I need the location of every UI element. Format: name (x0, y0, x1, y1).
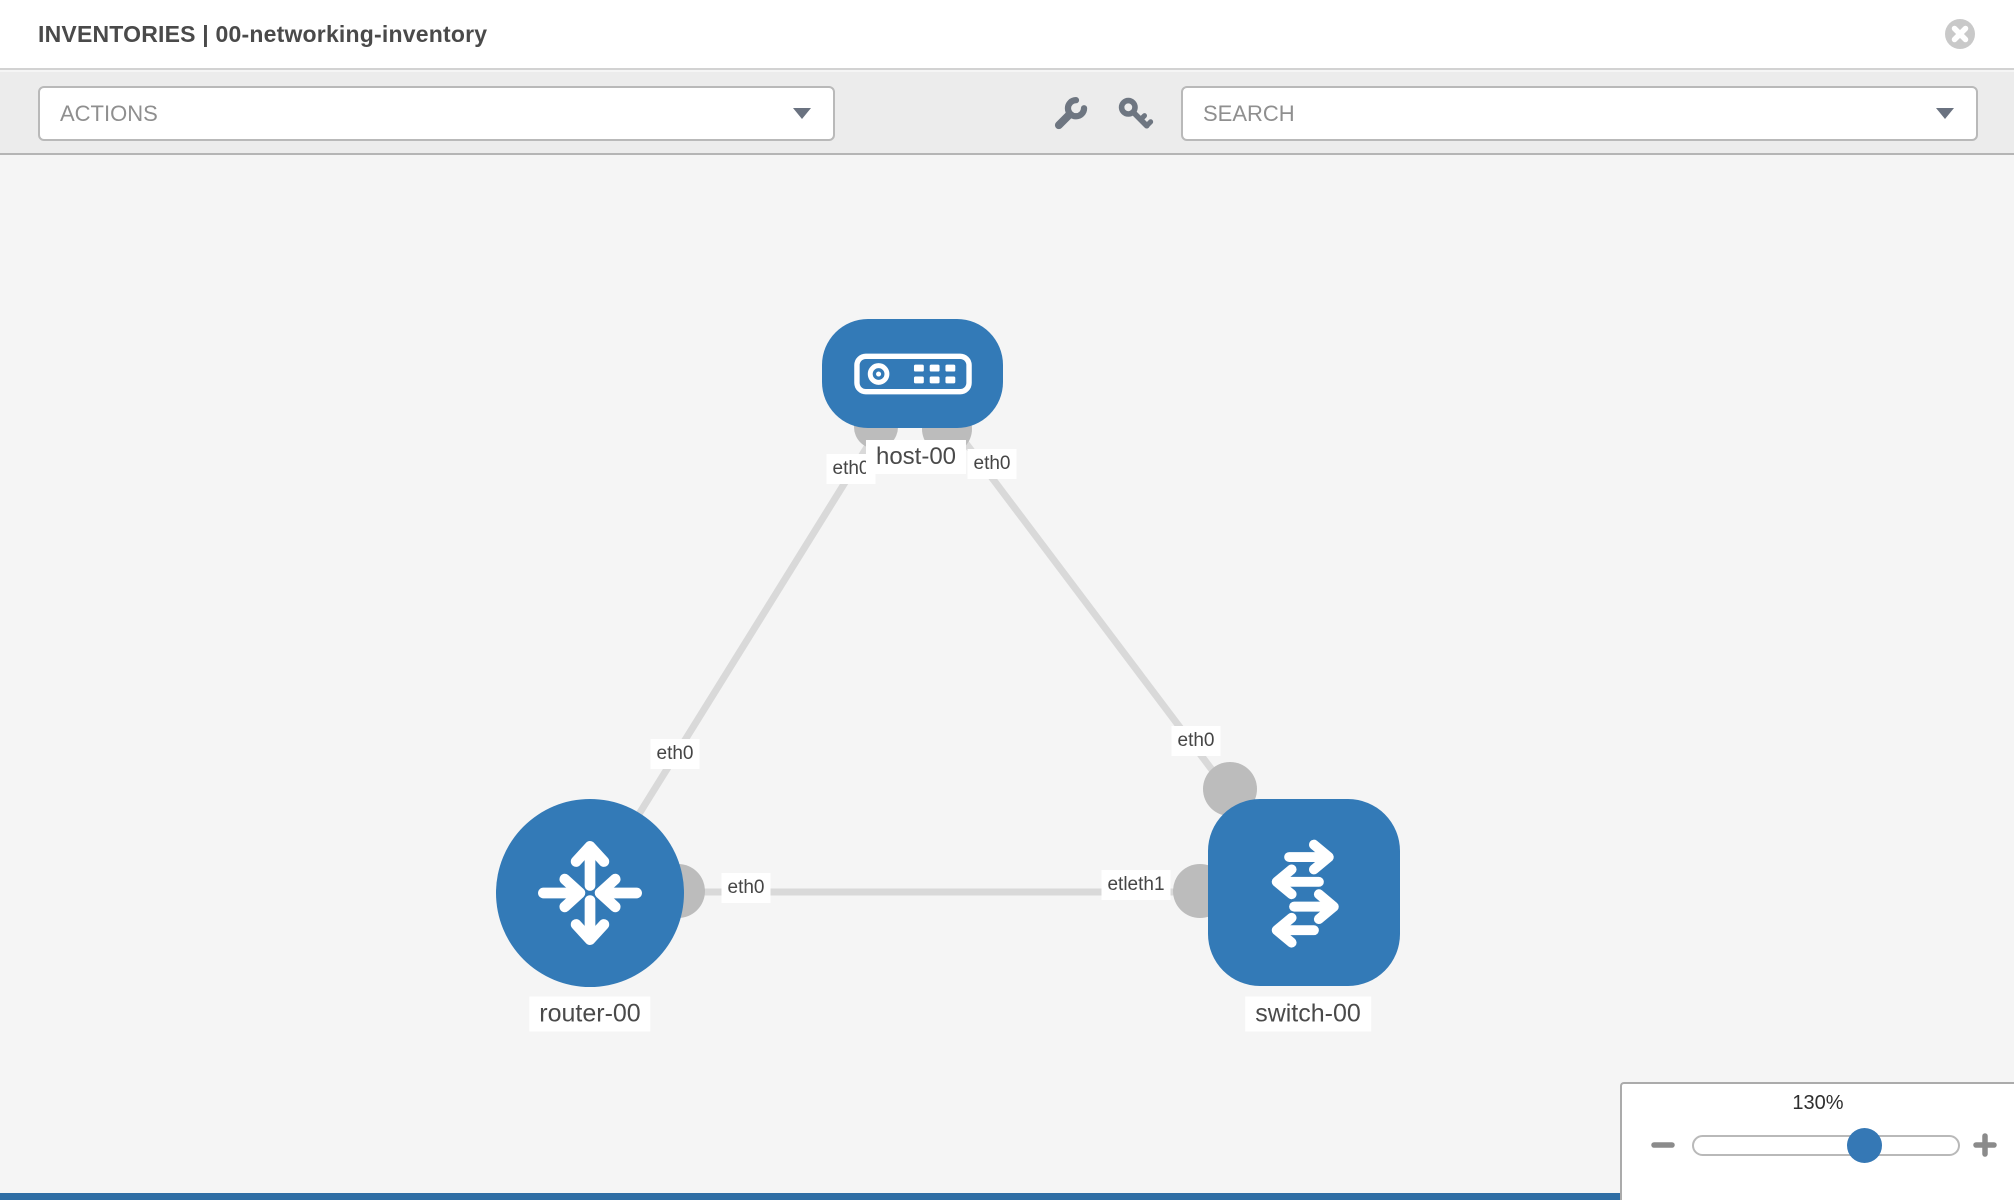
host-icon (853, 353, 972, 394)
interface-label: etleth1 (1101, 870, 1171, 900)
zoom-out-icon[interactable] (1650, 1132, 1676, 1158)
key-icon[interactable] (1116, 95, 1154, 133)
node-label-switch-00: switch-00 (1245, 996, 1371, 1032)
switch-icon (1271, 839, 1339, 948)
zoom-in-icon[interactable] (1972, 1132, 1998, 1158)
actions-dropdown-label: ACTIONS (60, 100, 158, 126)
node-label-host-00: host-00 (865, 440, 967, 474)
page-title: INVENTORIES | 00-networking-inventory (38, 20, 488, 47)
zoom-slider-handle[interactable] (1847, 1128, 1882, 1163)
chevron-down-icon (1936, 108, 1954, 119)
chevron-down-icon (793, 108, 811, 119)
node-switch-00[interactable] (1208, 799, 1400, 986)
search-input[interactable]: SEARCH (1181, 86, 1978, 141)
zoom-panel: 130% (1620, 1082, 2014, 1200)
zoom-level: 130% (1792, 1092, 1844, 1114)
router-icon (538, 841, 642, 945)
toolbar: ACTIONS SEARCH (0, 72, 2014, 155)
node-host-00[interactable] (822, 319, 1003, 428)
zoom-slider-track[interactable] (1692, 1135, 1960, 1156)
close-icon[interactable] (1944, 18, 1976, 50)
interface-label: eth0 (1171, 726, 1221, 756)
interface-label: eth0 (650, 739, 700, 769)
topology-canvas[interactable]: eth0 eth0 eth0 eth0 eth0 etleth1 host-00… (0, 157, 2014, 1200)
wrench-icon[interactable] (1051, 95, 1089, 133)
header: INVENTORIES | 00-networking-inventory (0, 0, 2014, 70)
search-placeholder: SEARCH (1203, 100, 1295, 126)
actions-dropdown[interactable]: ACTIONS (38, 86, 835, 141)
interface-label: eth0 (967, 449, 1017, 479)
footer-strip (0, 1193, 1620, 1200)
links-layer (587, 370, 1307, 918)
node-label-router-00: router-00 (529, 996, 651, 1032)
node-router-00[interactable] (496, 799, 684, 987)
interface-label: eth0 (721, 873, 771, 903)
